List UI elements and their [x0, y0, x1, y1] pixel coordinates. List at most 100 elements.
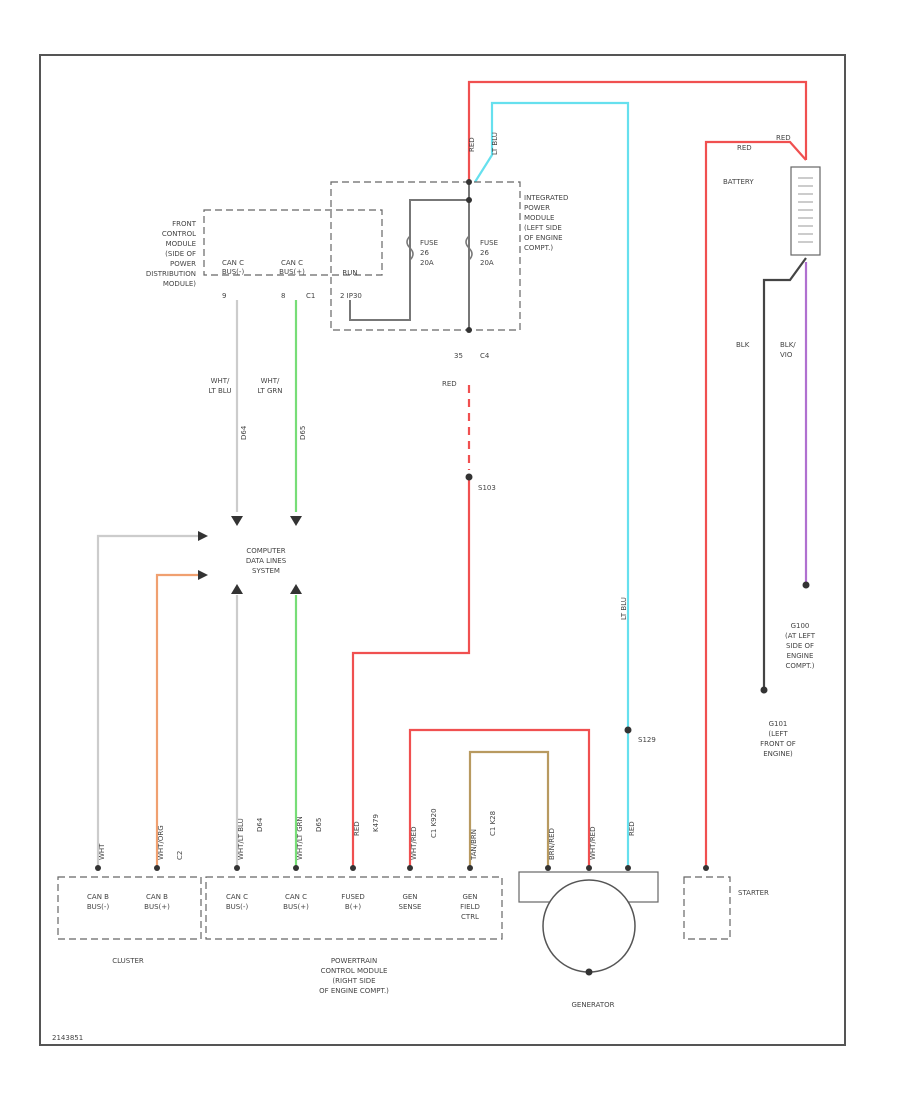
label-lt-blu-top: LT BLU	[491, 132, 499, 155]
arrow-icons	[198, 516, 302, 594]
label-fuse-1-2: 20A	[420, 259, 434, 267]
label-red-bat-2: RED	[776, 134, 791, 142]
connection-dots	[95, 179, 810, 976]
label-pcm-gen-field-2: CTRL	[461, 913, 479, 921]
label-wht-lt-grn-0: WHT/	[261, 377, 280, 385]
label-ipm-pin: 35	[454, 352, 463, 360]
generator-icon	[518, 871, 659, 973]
label-pcm-gen-sense-1: SENSE	[399, 903, 422, 911]
label-front-control-module-5: DISTRIBUTION	[146, 270, 196, 278]
label-ipm-2: MODULE	[524, 214, 554, 222]
label-blk-vio-0: BLK/	[780, 341, 796, 349]
label-g101-2: FRONT OF	[760, 740, 796, 748]
label-fcm-c1: C1	[306, 292, 315, 300]
label-pcm-can-1-1: BUS(-)	[226, 903, 249, 911]
label-starter: STARTER	[738, 889, 769, 897]
label-front-control-module-1: CONTROL	[162, 230, 196, 238]
label-cluster-wire-labels-1: WHT/ORG	[157, 825, 165, 860]
label-blk-vio-1: VIO	[780, 351, 793, 359]
label-red-bat-1: RED	[737, 144, 752, 152]
cluster-box	[57, 876, 202, 940]
label-cluster-can-2-0: CAN B	[146, 893, 168, 901]
label-pcm-fused-0: FUSED	[341, 893, 364, 901]
label-cluster: CLUSTER	[112, 957, 144, 965]
label-fuse-1-1: 26	[420, 249, 429, 257]
fuse-icon	[406, 235, 473, 261]
label-pcm-2: (RIGHT SIDE	[332, 977, 375, 985]
label-pcm-fused-1: B(+)	[345, 903, 361, 911]
label-g101-0: G101	[769, 720, 788, 728]
label-computer-data-lines-0: COMPUTER	[246, 547, 285, 555]
label-fcm-pin-8: 8	[281, 292, 285, 300]
label-pcm-wire-labels-6: WHT/RED	[410, 827, 418, 861]
label-ipm-5: COMPT.)	[524, 244, 553, 252]
label-splice-s103: S103	[478, 484, 496, 492]
label-d65: D65	[299, 426, 307, 440]
label-pcm-can-1-0: CAN C	[226, 893, 248, 901]
label-pcm-gen-field-0: GEN	[462, 893, 477, 901]
label-pcm-wire-labels-5: K479	[372, 814, 380, 832]
label-g100-0: G100	[791, 622, 810, 630]
label-wht-lt-blu-1: LT BLU	[209, 387, 232, 395]
label-pcm-wire-labels-7: C1 K920	[430, 808, 438, 838]
label-ipm-3: (LEFT SIDE	[524, 224, 562, 232]
red-gen-sense-wire	[408, 728, 591, 868]
labels: FRONT CONTROL MODULE (SIDE OF POWER DISTRIBUT…	[52, 132, 816, 1042]
label-pcm-3: OF ENGINE COMPT.)	[319, 987, 389, 995]
label-cluster-can-1-1: BUS(-)	[87, 903, 110, 911]
label-generator: GENERATOR	[572, 1001, 615, 1009]
label-front-control-module-2: MODULE	[166, 240, 196, 248]
label-pcm-can-2-0: CAN C	[285, 893, 307, 901]
label-front-control-module-3: (SIDE OF	[165, 250, 196, 258]
red-battery-feed-wire	[467, 80, 808, 182]
label-fuse-2-0: FUSE	[480, 239, 498, 247]
label-fcm-pin-9: 9	[222, 292, 226, 300]
label-wht-lt-grn-1: LT GRN	[258, 387, 283, 395]
label-pcm-gen-sense-0: GEN	[402, 893, 417, 901]
label-figure-id: 2143851	[52, 1034, 83, 1042]
label-fcm-can-c-2-0: CAN C	[281, 259, 303, 267]
label-front-control-module-4: POWER	[170, 260, 196, 268]
label-pcm-wire-labels-3: D65	[315, 818, 323, 832]
front-control-module-box	[203, 209, 383, 276]
label-computer-data-lines-2: SYSTEM	[252, 567, 280, 575]
wht-org-cluster-wire	[155, 573, 198, 868]
label-pcm-gen-field-1: FIELD	[460, 903, 480, 911]
label-pcm-wire-labels-0: WHT/LT BLU	[237, 818, 245, 860]
label-fuse-2-1: 26	[480, 249, 489, 257]
label-fcm-can-c-1-1: BUS(-)	[222, 268, 245, 276]
ipm-fuse-wire	[349, 199, 469, 321]
label-lt-blu-vert: LT BLU	[620, 597, 628, 620]
label-pcm-wire-labels-11: WHT/RED	[589, 827, 597, 861]
label-front-control-module-6: MODULE)	[163, 280, 196, 288]
label-fuse-2-2: 20A	[480, 259, 494, 267]
label-pcm-1: CONTROL MODULE	[321, 967, 388, 975]
diagram-border	[39, 54, 846, 1046]
label-cluster-can-2-1: BUS(+)	[144, 903, 170, 911]
wht-cluster-wire	[96, 534, 198, 868]
label-g100-2: SIDE OF	[786, 642, 814, 650]
label-fcm-can-c-2-1: BUS(+)	[279, 268, 305, 276]
label-pcm-wire-labels-2: WHT/LT GRN	[296, 816, 304, 860]
label-wht-lt-blu-0: WHT/	[211, 377, 230, 385]
red-fused-b-wire	[351, 478, 471, 868]
label-pcm-wire-labels-9: C1 K28	[489, 811, 497, 836]
label-battery: BATTERY	[723, 178, 754, 186]
label-pcm-wire-labels-4: RED	[353, 821, 361, 836]
label-fcm-run-pins: 2 IP30	[340, 292, 362, 300]
label-g101-1: (LEFT	[768, 730, 788, 738]
label-pcm-wire-labels-8: TAN/BRN	[470, 829, 478, 861]
label-ipm-4: OF ENGINE	[524, 234, 563, 242]
pcm-box	[205, 876, 503, 940]
label-splice-s129: S129	[638, 736, 656, 744]
label-cluster-wire-labels-2: C2	[176, 851, 184, 860]
label-g100-3: ENGINE	[787, 652, 814, 660]
label-fuse-1-0: FUSE	[420, 239, 438, 247]
label-g100-4: COMPT.)	[785, 662, 814, 670]
tan-field-wire	[468, 750, 550, 868]
label-front-control-module-0: FRONT	[172, 220, 197, 228]
label-ipm-0: INTEGRATED	[524, 194, 568, 202]
label-pcm-wire-labels-12: RED	[628, 821, 636, 836]
blk-ground-wire	[762, 257, 807, 690]
